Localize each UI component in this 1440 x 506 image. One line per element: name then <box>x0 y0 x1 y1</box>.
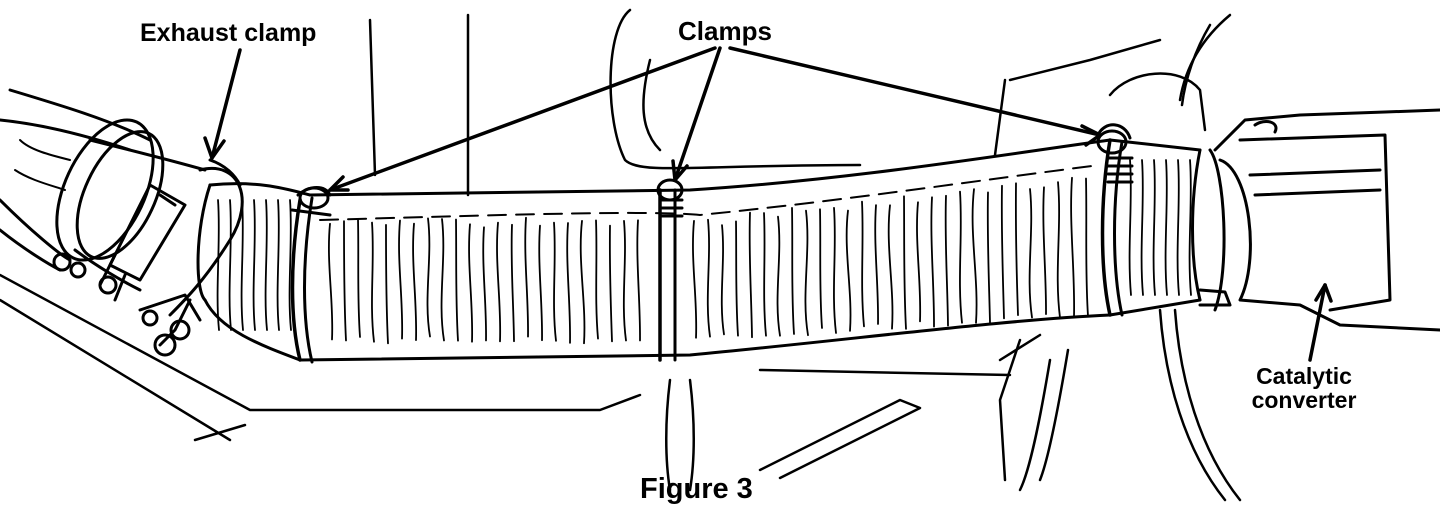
corrugation-line <box>763 212 767 337</box>
corrugation-line <box>692 220 698 339</box>
corrugation-line <box>930 196 935 328</box>
corrugation-line <box>1085 177 1089 317</box>
corrugation-line <box>538 224 543 342</box>
corrugation-line <box>1070 176 1076 318</box>
corrugation-line <box>566 222 571 344</box>
corrugation-line <box>748 211 753 339</box>
corrugation-line <box>468 223 474 343</box>
chassis-outline <box>0 8 1242 502</box>
corrugation-line <box>482 226 487 342</box>
catalytic-converter-label-line1: Catalytic <box>1256 363 1352 389</box>
corrugation-line <box>1056 181 1061 319</box>
corrugation-line <box>1042 186 1047 316</box>
figure-caption: Figure 3 <box>640 473 753 505</box>
corrugation-line <box>791 206 795 335</box>
callout-arrows <box>203 46 1333 362</box>
corrugation-line <box>608 224 613 343</box>
clamp-middle <box>656 178 684 362</box>
catalytic-converter-label: Catalytic converter <box>1239 364 1369 412</box>
corrugation-line <box>833 206 837 334</box>
corrugation-line <box>385 224 389 345</box>
corrugation-line <box>440 218 445 342</box>
corrugation-line <box>276 199 280 331</box>
corrugation-line <box>735 220 739 337</box>
corrugation-line <box>861 200 865 328</box>
flex-pipe <box>196 138 1202 364</box>
corrugation-line <box>579 219 586 345</box>
corrugation-line <box>343 220 347 342</box>
corrugation-line <box>819 208 823 329</box>
corrugation-line <box>240 199 244 331</box>
corrugation-line <box>887 204 894 330</box>
exhaust-clamp <box>98 158 244 357</box>
corrugation-line <box>971 188 978 324</box>
corrugation-line <box>1028 188 1033 319</box>
corrugation-line <box>986 191 991 324</box>
corrugation-line <box>328 222 334 341</box>
corrugation-line <box>636 219 641 342</box>
upstream-pipe <box>0 88 207 292</box>
corrugation-line <box>1014 182 1019 317</box>
corrugation-line <box>510 223 515 343</box>
corrugation-line <box>553 221 557 342</box>
corrugation-line <box>524 216 529 338</box>
corrugation-line <box>622 220 627 342</box>
corrugation-line <box>412 222 418 342</box>
corrugation-line <box>357 218 361 338</box>
flex-pipe-texture <box>216 159 1192 345</box>
corrugation-line <box>371 221 375 343</box>
corrugation-line <box>398 219 404 340</box>
corrugation-line <box>720 224 725 336</box>
exhaust-clamp-label: Exhaust clamp <box>140 19 317 47</box>
corrugation-line <box>595 219 599 340</box>
corrugation-line <box>959 190 963 324</box>
clamp-right <box>1096 123 1134 184</box>
corrugation-line <box>455 218 459 342</box>
corrugation-line <box>1140 159 1144 296</box>
corrugation-line <box>288 199 292 331</box>
corrugation-line <box>1164 159 1168 296</box>
corrugation-line <box>1188 159 1192 296</box>
catalytic-converter-body <box>1198 108 1440 332</box>
corrugation-line <box>776 215 781 337</box>
corrugation-line <box>496 221 502 343</box>
corrugation-line <box>903 195 907 330</box>
corrugation-line <box>1152 159 1156 296</box>
corrugation-line <box>916 201 922 323</box>
corrugation-line <box>1128 159 1132 296</box>
clamp-left <box>290 186 332 217</box>
corrugation-line <box>706 218 711 338</box>
corrugation-line <box>874 204 879 325</box>
corrugation-line <box>228 199 232 331</box>
clamps-label: Clamps <box>678 16 772 46</box>
catalytic-converter-label-line2: converter <box>1251 387 1357 414</box>
corrugation-line <box>1000 184 1005 320</box>
corrugation-line <box>804 209 809 337</box>
corrugation-line <box>426 217 431 338</box>
corrugation-line <box>944 194 949 327</box>
corrugation-line <box>216 199 220 331</box>
corrugation-line <box>252 199 256 331</box>
corrugation-line <box>845 209 852 332</box>
corrugation-line <box>1176 159 1180 296</box>
corrugation-line <box>264 199 268 331</box>
